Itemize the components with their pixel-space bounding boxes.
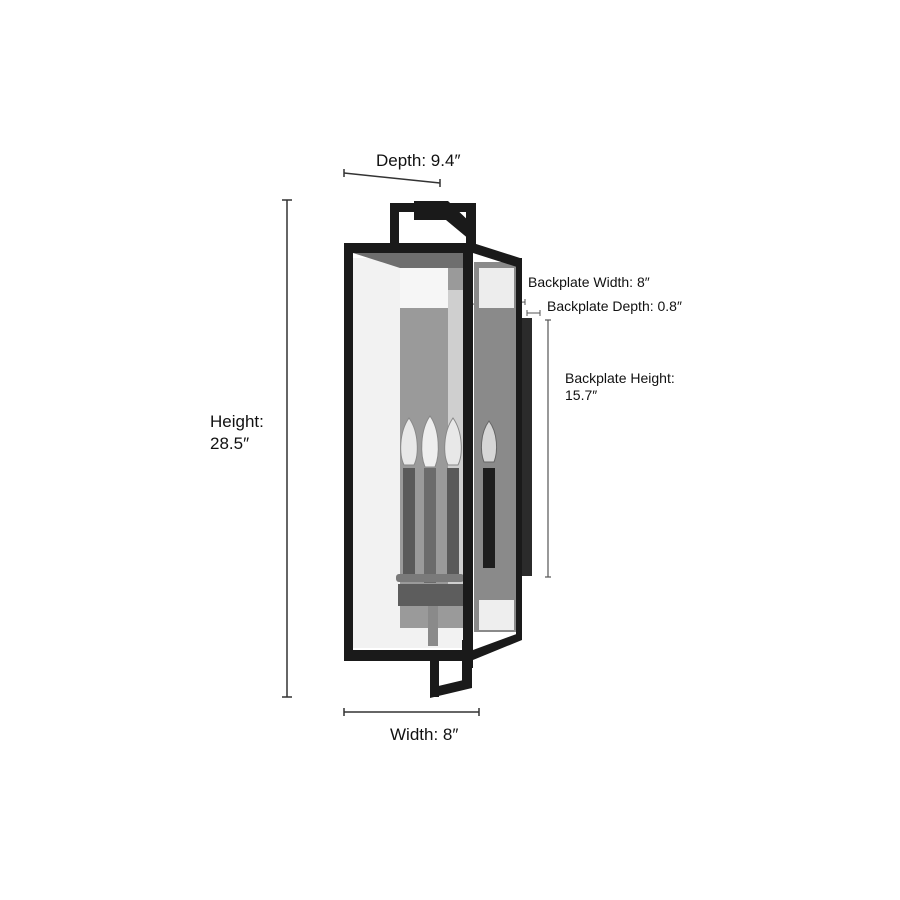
height-label-line1: Height:	[210, 412, 264, 431]
backplate-depth-line	[526, 310, 541, 316]
backplate-height-line	[545, 319, 551, 578]
backplate-width-label: Backplate Width: 8″	[528, 274, 650, 290]
backplate-depth-label: Backplate Depth: 0.8″	[547, 298, 682, 314]
height-label-value: 28.5″	[210, 434, 250, 453]
width-label: Width: 8″	[390, 725, 459, 744]
width-dimension-line	[343, 708, 480, 716]
bulb-icon	[421, 415, 439, 468]
height-dimension-line	[282, 199, 292, 698]
backplate-height-label-line1: Backplate Height:	[565, 370, 675, 386]
depth-dimension-line	[343, 169, 441, 187]
depth-label: Depth: 9.4″	[376, 151, 461, 170]
bulb-icon	[400, 417, 418, 466]
bulb-icon	[480, 420, 498, 463]
backplate-height-label-value: 15.7″	[565, 387, 598, 403]
candle-cluster	[396, 415, 498, 646]
lantern-frame	[344, 201, 522, 698]
bulb-icon	[444, 417, 462, 466]
